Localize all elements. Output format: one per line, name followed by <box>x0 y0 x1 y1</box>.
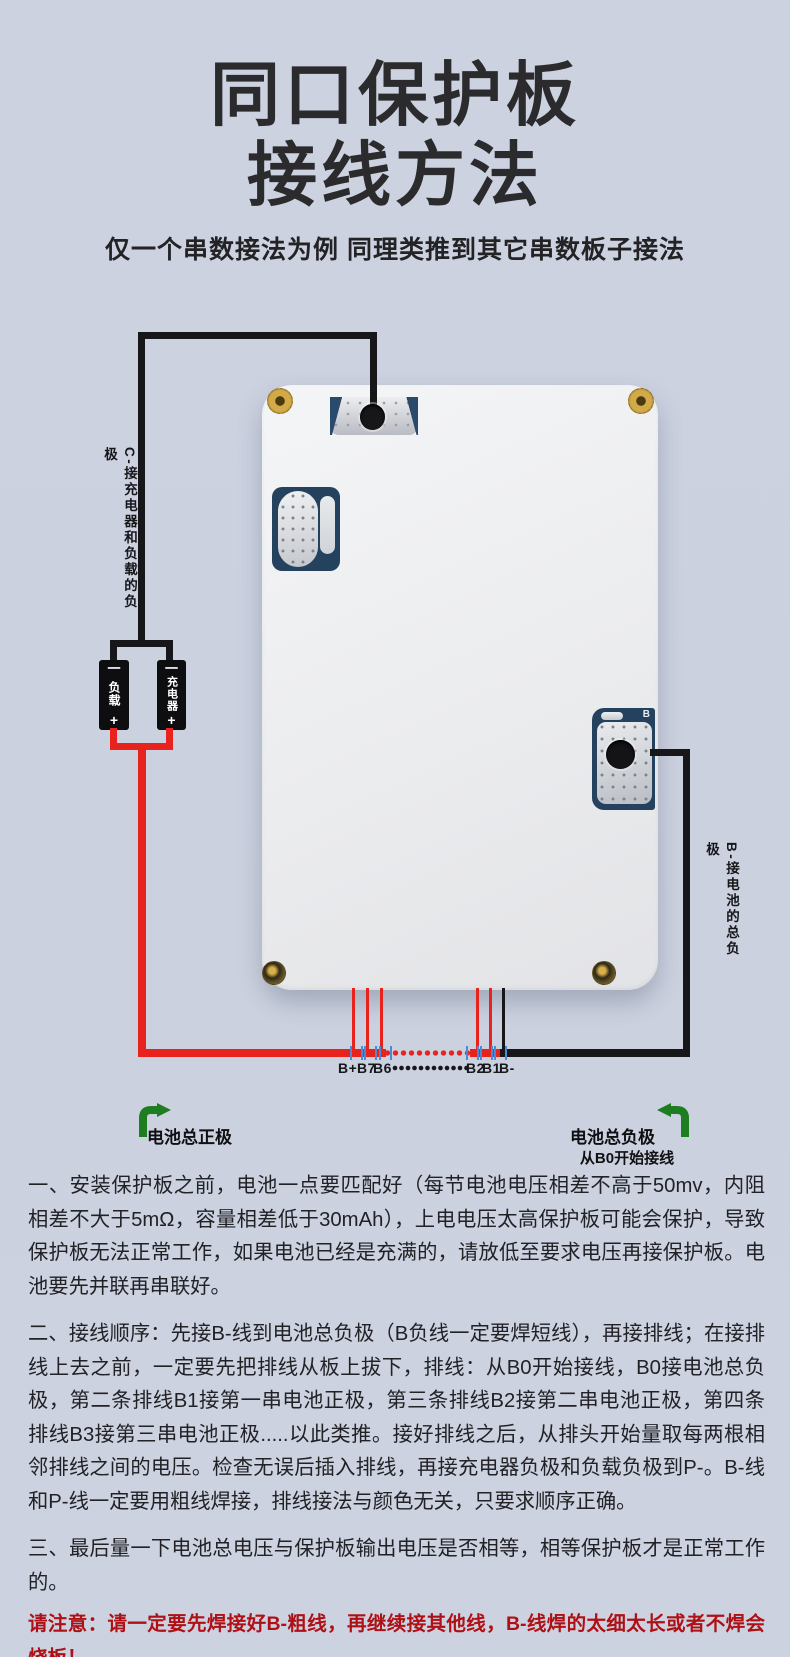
charger-label: 充电器 <box>165 676 178 712</box>
wire-black-top-horizontal <box>138 332 377 339</box>
rail-label-b2: B2 <box>466 1060 485 1076</box>
silkscreen-label: B <box>642 709 650 720</box>
wire-red-rail-segment <box>470 1049 502 1057</box>
wire-red-bracket-right <box>166 728 173 750</box>
turn-left-arrow-icon <box>657 1103 689 1137</box>
page-title-line1: 同口保护板 <box>210 56 580 134</box>
solder-highlight <box>320 496 335 554</box>
wire-black-bracket <box>110 640 173 647</box>
rail-label-b-plus: B+ <box>338 1060 358 1076</box>
load-label: 负载 <box>107 681 121 707</box>
balance-wire-b2 <box>476 988 479 1049</box>
balance-wire-b6 <box>380 988 383 1049</box>
wire-red-bracket-left <box>110 728 117 750</box>
instruction-step-2: 二、接线顺序：先接B-线到电池总负极（B负线一定要焊短线），再接排线；在接排线上… <box>28 1323 765 1513</box>
rail-label-b-minus: B- <box>499 1060 515 1076</box>
instruction-step-3: 三、最后量一下电池总电压与保护板输出电压是否相等，相等保护板才是正常工作的。 <box>28 1538 765 1594</box>
connector-tick-icon <box>379 1046 392 1060</box>
connector-tick-icon <box>350 1046 363 1060</box>
balance-wire-b-minus <box>502 988 505 1049</box>
instructions-block: 一、安装保护板之前，电池一点要匹配好（每节电池电压相差不高于50mv，内阻相差不… <box>28 1170 765 1657</box>
solder-pad-oval <box>278 491 318 567</box>
solder-hole <box>360 404 385 430</box>
connector-tick-icon <box>466 1046 479 1060</box>
charger-terminal-box: 一 充电器 + <box>157 660 186 730</box>
wire-black-to-b-pad <box>650 749 690 756</box>
wire-black-bracket-right <box>166 640 173 662</box>
wire-black-left-vertical <box>138 332 145 647</box>
minus-symbol: 一 <box>107 661 121 676</box>
pcb-edge <box>406 397 418 435</box>
warning-note: 请注意：请一定要先焊接好B-粗线，再继续接其他线，B-线焊的太细太长或者不焊会烧… <box>28 1608 765 1657</box>
page-title-line2: 接线方法 <box>247 136 543 214</box>
instruction-step-1: 一、安装保护板之前，电池一点要匹配好（每节电池电压相差不高于50mv，内阻相差不… <box>28 1175 765 1298</box>
screw-icon <box>592 961 616 985</box>
c-minus-wire-annotation: C-接充电器和负载的负极 <box>102 447 137 611</box>
c-minus-solder-pad <box>272 487 340 571</box>
wire-black-right-vertical <box>683 749 690 1057</box>
b-minus-solder-pad: B <box>592 708 655 810</box>
balance-wire-b1 <box>489 988 492 1049</box>
turn-right-arrow-icon <box>139 1103 171 1137</box>
solder-hole <box>606 740 635 769</box>
pcb-edge <box>330 397 343 435</box>
battery-positive-label: 电池总正极 <box>147 1128 232 1147</box>
connector-tick-icon <box>364 1046 377 1060</box>
wire-red-left-vertical <box>138 743 146 1057</box>
wire-red-bottom-rail <box>138 1049 386 1057</box>
rail-label-b7: B7 <box>357 1060 376 1076</box>
screw-insert-icon <box>628 388 654 414</box>
ellipsis-dots <box>392 1064 470 1072</box>
connector-tick-icon <box>480 1046 493 1060</box>
page-subtitle: 仅一个串数接法为例 同理类推到其它串数板子接法 <box>105 236 685 264</box>
page-title: 同口保护板 接线方法 <box>0 55 790 215</box>
rail-label-b1: B1 <box>482 1060 501 1076</box>
wire-black-to-pad <box>370 332 377 414</box>
wire-black-bottom-rail <box>500 1049 690 1057</box>
wire-red-dotted-segment <box>384 1049 472 1057</box>
solder-pad-oval <box>601 712 623 720</box>
screw-insert-icon <box>267 388 293 414</box>
rail-label-b6: B6 <box>373 1060 392 1076</box>
screw-icon <box>262 961 286 985</box>
protection-board <box>262 385 658 990</box>
b0-start-note: 从B0开始接线 <box>579 1150 675 1167</box>
balance-wire-b7 <box>366 988 369 1049</box>
balance-wire-b-plus <box>352 988 355 1049</box>
plus-symbol: + <box>109 712 119 728</box>
load-terminal-box: 一 负载 + <box>99 660 129 730</box>
plus-symbol: + <box>167 712 176 728</box>
battery-negative-label: 电池总负极 <box>570 1128 655 1147</box>
minus-symbol: 一 <box>164 661 178 676</box>
b-minus-wire-annotation: B-接电池的总负极 <box>704 842 739 958</box>
connector-tick-icon <box>494 1046 507 1060</box>
warning-note-line1: 请注意：请一定要先焊接好B-粗线，再继续接其他线，B-线焊的太细太长或者不焊会烧… <box>28 1613 765 1657</box>
wire-black-bracket-left <box>110 640 117 662</box>
